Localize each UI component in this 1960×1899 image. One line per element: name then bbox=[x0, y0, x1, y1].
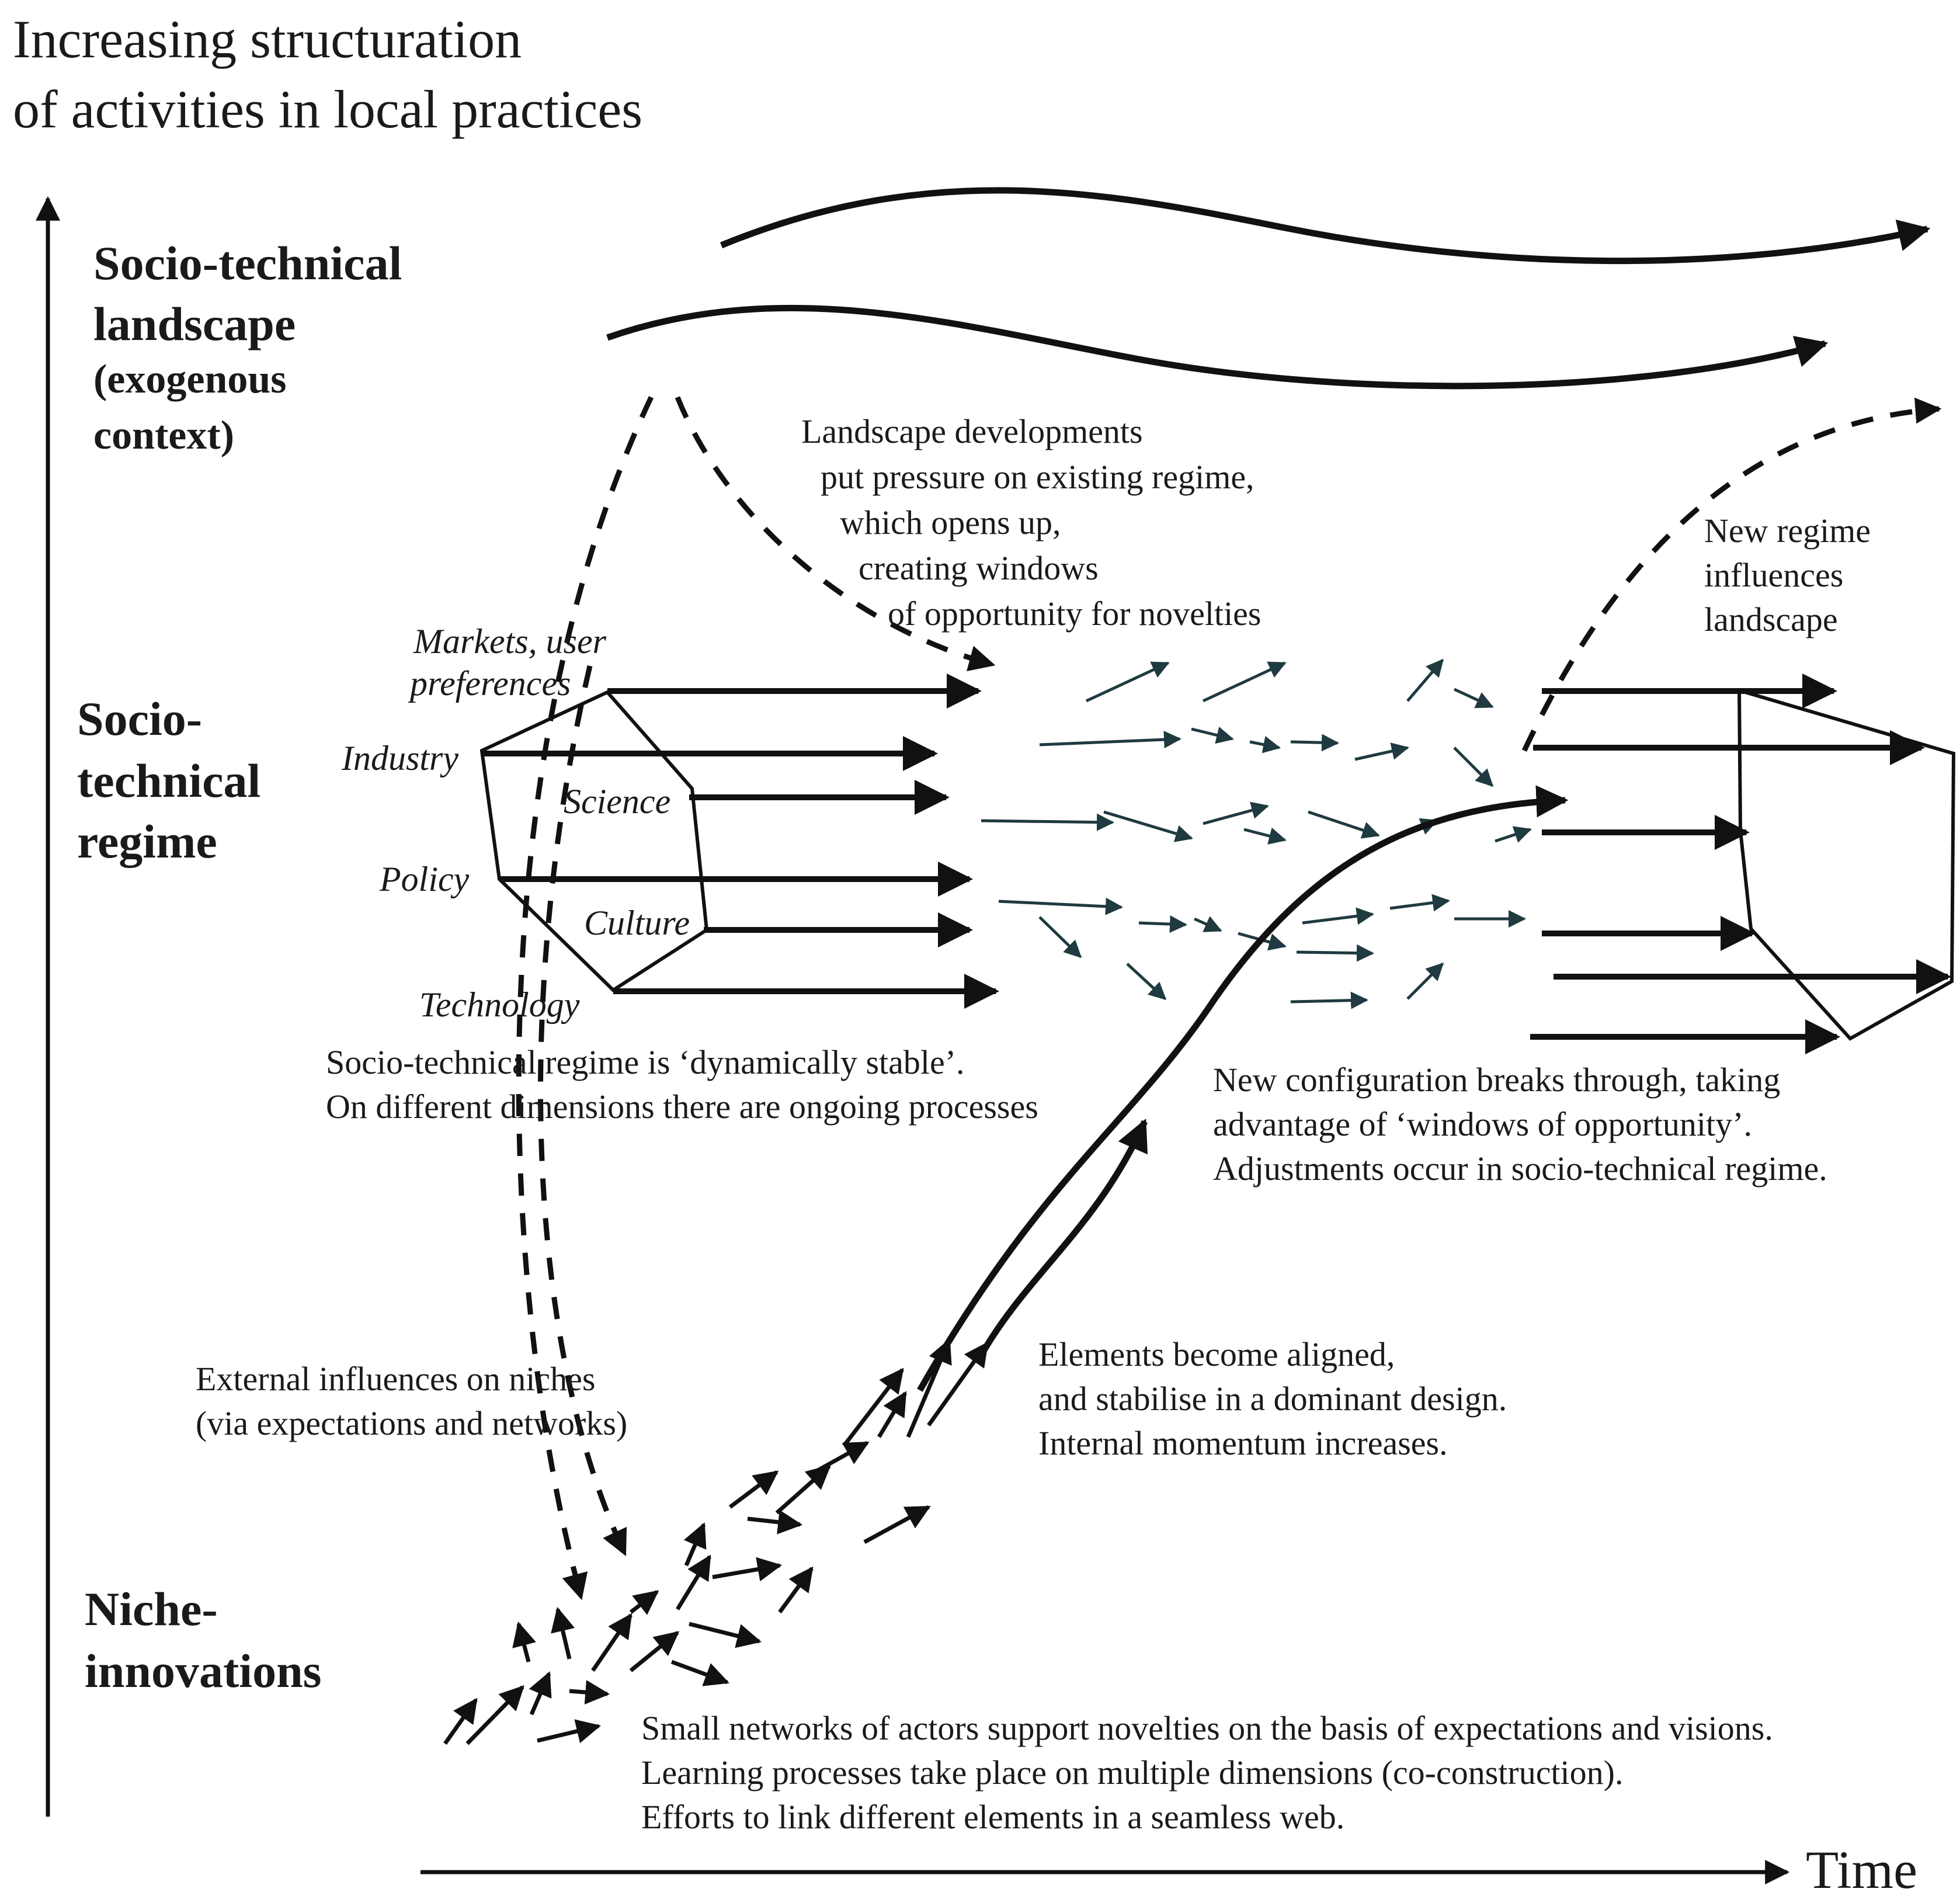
dimension-label-culture: Culture bbox=[584, 904, 690, 942]
dimension-label-markets: Markets, user preferences bbox=[408, 622, 615, 703]
regime-process-arrows bbox=[981, 658, 1532, 1009]
niche-novelty-arrows bbox=[443, 1338, 989, 1745]
level-label-niche: Niche- innovations bbox=[85, 1582, 322, 1697]
dimension-label-technology: Technology bbox=[419, 985, 580, 1024]
dimension-label-industry: Industry bbox=[341, 739, 458, 777]
dimension-label-science: Science bbox=[564, 782, 670, 821]
regime-hexagon-left bbox=[479, 673, 999, 1009]
dimension-label-policy: Policy bbox=[379, 860, 470, 898]
level-label-landscape: Socio-technical landscape bbox=[93, 237, 414, 350]
note-new-regime: New regime influences landscape bbox=[1704, 512, 1879, 638]
note-small-networks: Small networks of actors support novelti… bbox=[641, 1709, 1781, 1836]
regime-hexagon-right bbox=[1530, 673, 1956, 1054]
landscape-pressure-arrows bbox=[516, 396, 996, 1601]
note-elements-aligned: Elements become aligned, and stabilise i… bbox=[1038, 1335, 1516, 1462]
note-breakthrough: New configuration breaks through, taking… bbox=[1213, 1061, 1827, 1188]
note-external-influences: External influences on niches (via expec… bbox=[196, 1360, 627, 1442]
level-label-regime: Socio- technical regime bbox=[77, 692, 273, 868]
diagram-title: Increasing structuration of activities i… bbox=[13, 9, 642, 139]
time-axis-label: Time bbox=[1806, 1840, 1917, 1899]
landscape-trend-arrows bbox=[606, 187, 1942, 752]
note-landscape-pressure: Landscape developments put pressure on e… bbox=[801, 412, 1263, 633]
breakthrough-arrow bbox=[917, 785, 1569, 1392]
level-label-landscape-context: (exogenous context) bbox=[93, 357, 297, 458]
note-regime-stable: Socio-technical regime is ‘dynamically s… bbox=[326, 1043, 1038, 1126]
